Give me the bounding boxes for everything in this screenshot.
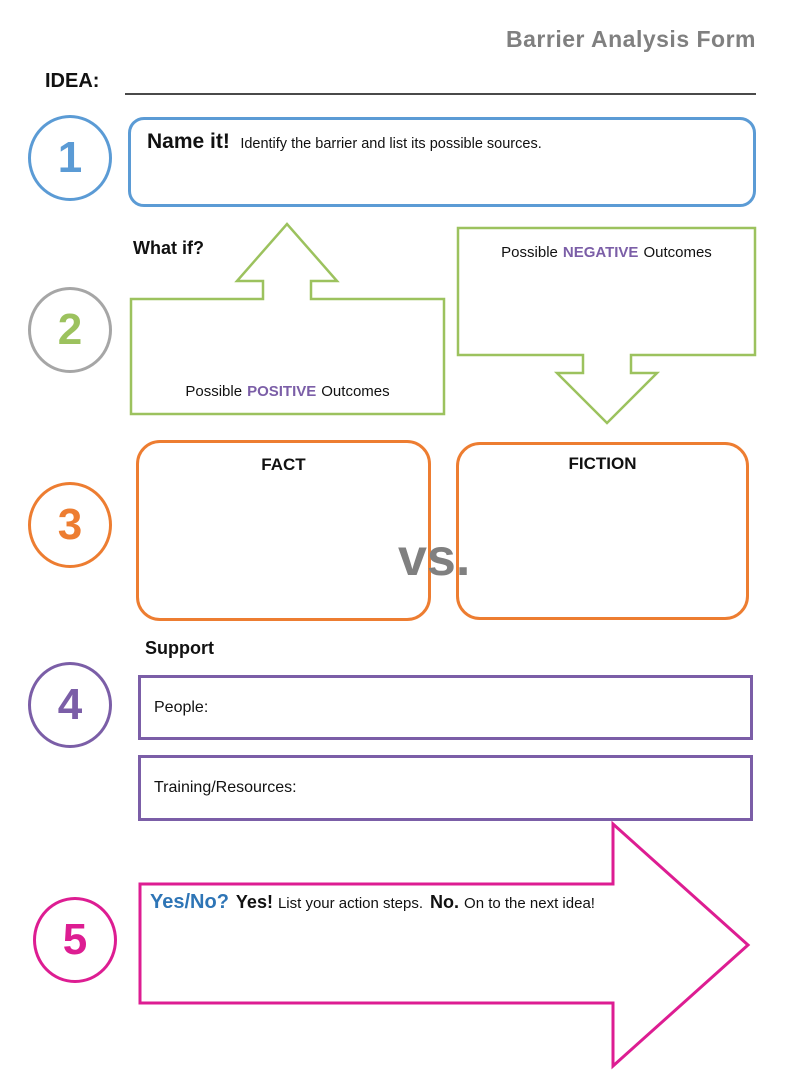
fiction-box[interactable]: FICTION: [456, 442, 749, 620]
yes-no-line: Yes/No? Yes!List your action steps. No.On …: [150, 891, 602, 914]
step-2-circle: 2: [28, 287, 112, 373]
positive-keyword: POSITIVE: [247, 383, 317, 400]
name-it-box[interactable]: Name it! Identify the barrier and list i…: [128, 117, 756, 207]
yes-no-arrow[interactable]: [138, 820, 751, 1070]
step-5-number: 5: [62, 915, 88, 964]
negative-suffix: Outcomes: [643, 244, 712, 261]
step-3-circle: 3: [28, 482, 112, 568]
versus-label: vs.: [398, 529, 471, 587]
fiction-label: FICTION: [568, 454, 637, 473]
negative-outcomes-box[interactable]: [456, 226, 757, 425]
step-5-circle: 5: [33, 897, 117, 983]
people-field[interactable]: People:: [138, 675, 753, 740]
page-title: Barrier Analysis Form: [506, 26, 756, 52]
no-instruction: On to the next idea!: [464, 895, 595, 912]
idea-label: IDEA:: [45, 70, 100, 92]
step-4-circle: 4: [28, 662, 112, 748]
positive-prefix: Possible: [185, 383, 243, 400]
positive-outcomes-box[interactable]: [129, 222, 446, 416]
step-1-circle: 1: [28, 115, 112, 201]
negative-keyword: NEGATIVE: [562, 244, 639, 261]
yes-label: Yes!: [235, 892, 273, 912]
fact-box[interactable]: FACT: [136, 440, 431, 621]
negative-prefix: Possible: [501, 244, 558, 261]
yes-no-prompt: Yes/No?: [150, 891, 229, 913]
step-2-number: 2: [57, 305, 83, 354]
idea-input-line[interactable]: [125, 93, 756, 95]
training-resources-field[interactable]: Training/Resources:: [138, 755, 753, 821]
step-1-number: 1: [57, 133, 83, 182]
name-it-heading: Name it!: [147, 130, 230, 153]
fact-label: FACT: [261, 455, 306, 474]
what-if-label: What if?: [133, 238, 204, 258]
no-label: No.: [430, 892, 460, 912]
step-3-number: 3: [57, 500, 83, 549]
name-it-description: Identify the barrier and list its possib…: [240, 136, 542, 152]
yes-instruction: List your action steps.: [277, 895, 424, 912]
people-label: People:: [154, 698, 209, 716]
training-resources-label: Training/Resources:: [154, 779, 297, 796]
support-heading: Support: [145, 638, 214, 658]
positive-suffix: Outcomes: [321, 383, 390, 400]
step-4-number: 4: [57, 680, 83, 729]
